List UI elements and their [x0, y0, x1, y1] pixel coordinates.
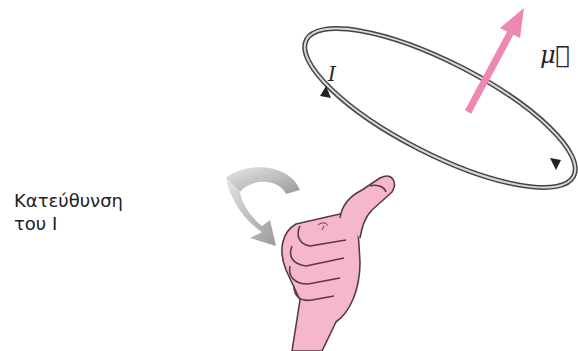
current-arrowhead: [550, 158, 561, 170]
right-hand: [282, 176, 394, 351]
current-loop: [285, 0, 578, 217]
current-label: I: [328, 62, 358, 87]
moment-label: μ⃗: [540, 40, 574, 70]
moment-arrow: [468, 8, 524, 112]
direction-caption: Κατεύθυνση του I: [14, 190, 144, 235]
current-arrowhead: [320, 86, 331, 98]
